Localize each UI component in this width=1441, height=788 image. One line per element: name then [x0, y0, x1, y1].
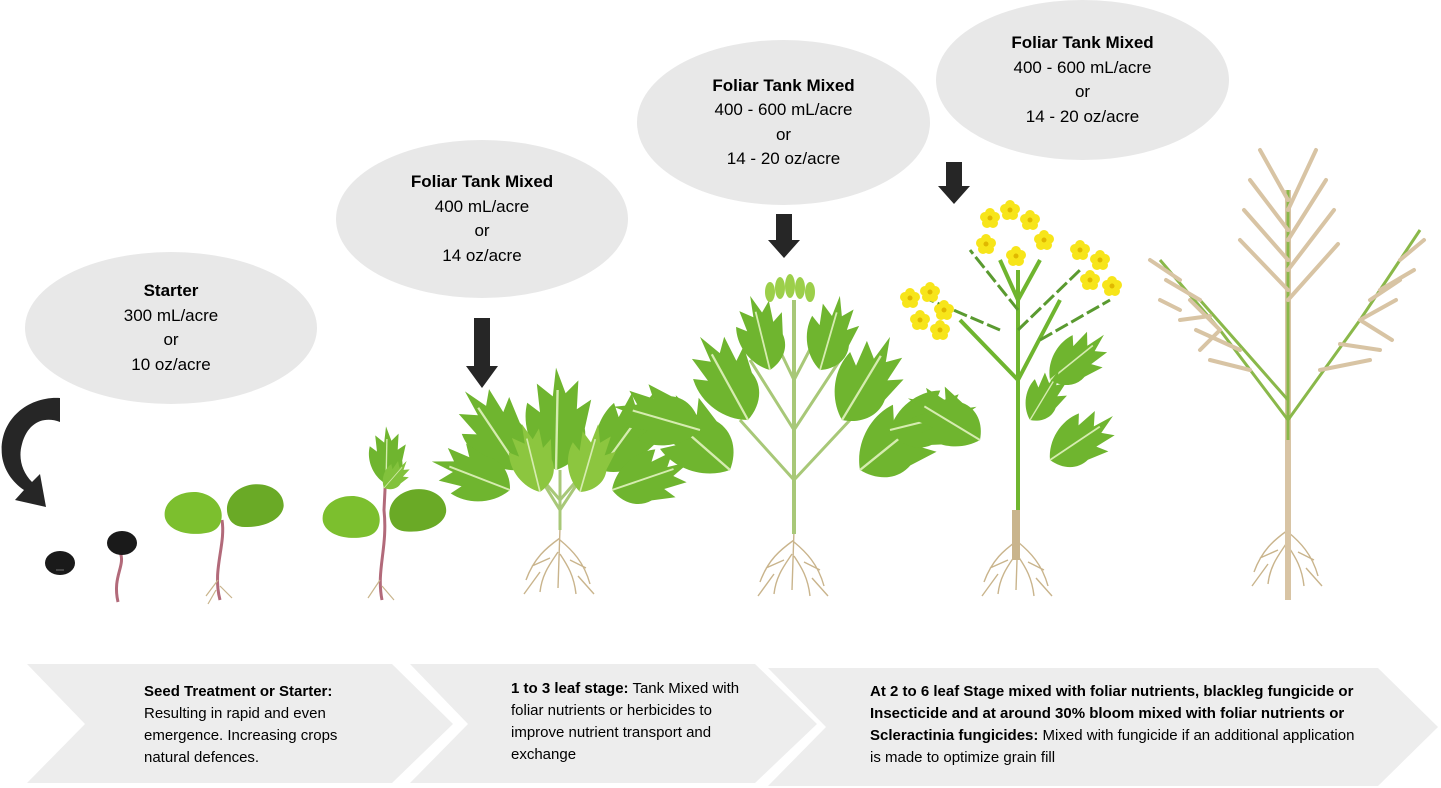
chevron-stage-2	[410, 664, 817, 783]
step-text: Mixed with fungicide if an additional ap…	[870, 727, 1355, 766]
bubble-title: Starter	[143, 281, 199, 300]
bubble-alt-rate: 14 - 20 oz/acre	[726, 149, 841, 168]
step-seed-treatment: Seed Treatment or Starter: Resulting in …	[144, 681, 384, 769]
mature-plant	[1148, 148, 1426, 600]
bubble-title: Foliar Tank Mixed	[1011, 33, 1154, 52]
down-arrow-icon	[466, 318, 498, 388]
step-text: Resulting in rapid and even emergence. I…	[144, 705, 338, 766]
bolting-plant	[605, 274, 986, 597]
bubble-rate: 300 mL/acre	[123, 305, 219, 325]
bubble-or: or	[163, 330, 179, 349]
bubble-alt-rate: 10 oz/acre	[131, 354, 211, 374]
step-text: Tank Mixed with foliar nutrients or herb…	[511, 680, 740, 763]
foliar-rate-bubble-2: Foliar Tank Mixed 400 - 600 mL/acre or 1…	[637, 40, 930, 205]
bubble-rate: 400 - 600 mL/acre	[714, 100, 853, 119]
down-arrow-icon	[768, 214, 800, 258]
bubble-rate: 400 mL/acre	[434, 196, 530, 216]
bubble-or: or	[1074, 82, 1091, 101]
seed	[45, 551, 75, 575]
foliar-rate-bubble-1: Foliar Tank Mixed 400 mL/acre or 14 oz/a…	[336, 140, 628, 298]
bubble-or: or	[474, 221, 490, 240]
down-arrow-icon	[938, 162, 970, 204]
bubble-title: Foliar Tank Mixed	[712, 75, 855, 95]
process-chevrons	[27, 664, 1438, 786]
step-leaf-stage: 1 to 3 leaf stage: Tank Mixed with folia…	[511, 678, 756, 766]
flowering-plant	[894, 200, 1129, 597]
bubble-rate: 400 - 600 mL/acre	[1013, 57, 1152, 77]
bubble-alt-rate: 14 - 20 oz/acre	[1025, 106, 1140, 126]
step-heading: Seed Treatment or Starter:	[144, 683, 333, 700]
chevron-stage-3	[768, 668, 1438, 786]
seedling-first-leaf	[322, 425, 449, 601]
seedling-cotyledons	[164, 480, 287, 605]
step-heading: At 2 to 6 leaf Stage mixed with foliar n…	[870, 683, 1354, 744]
bubble-alt-rate: 14 oz/acre	[442, 245, 522, 265]
bubble-or: or	[775, 124, 792, 144]
rosette-plant	[422, 366, 701, 595]
step-bloom-stage: At 2 to 6 leaf Stage mixed with foliar n…	[870, 681, 1356, 769]
starter-rate-bubble: Starter 300 mL/acre or 10 oz/acre	[25, 252, 317, 404]
bubble-title: Foliar Tank Mixed	[410, 172, 554, 191]
step-heading: 1 to 3 leaf stage:	[511, 680, 629, 697]
chevron-stage-1	[27, 664, 453, 783]
germinating-seed	[107, 531, 137, 603]
curved-arrow-icon	[1, 397, 60, 507]
foliar-rate-bubble-3: Foliar Tank Mixed 400 - 600 mL/acre or 1…	[936, 0, 1229, 160]
